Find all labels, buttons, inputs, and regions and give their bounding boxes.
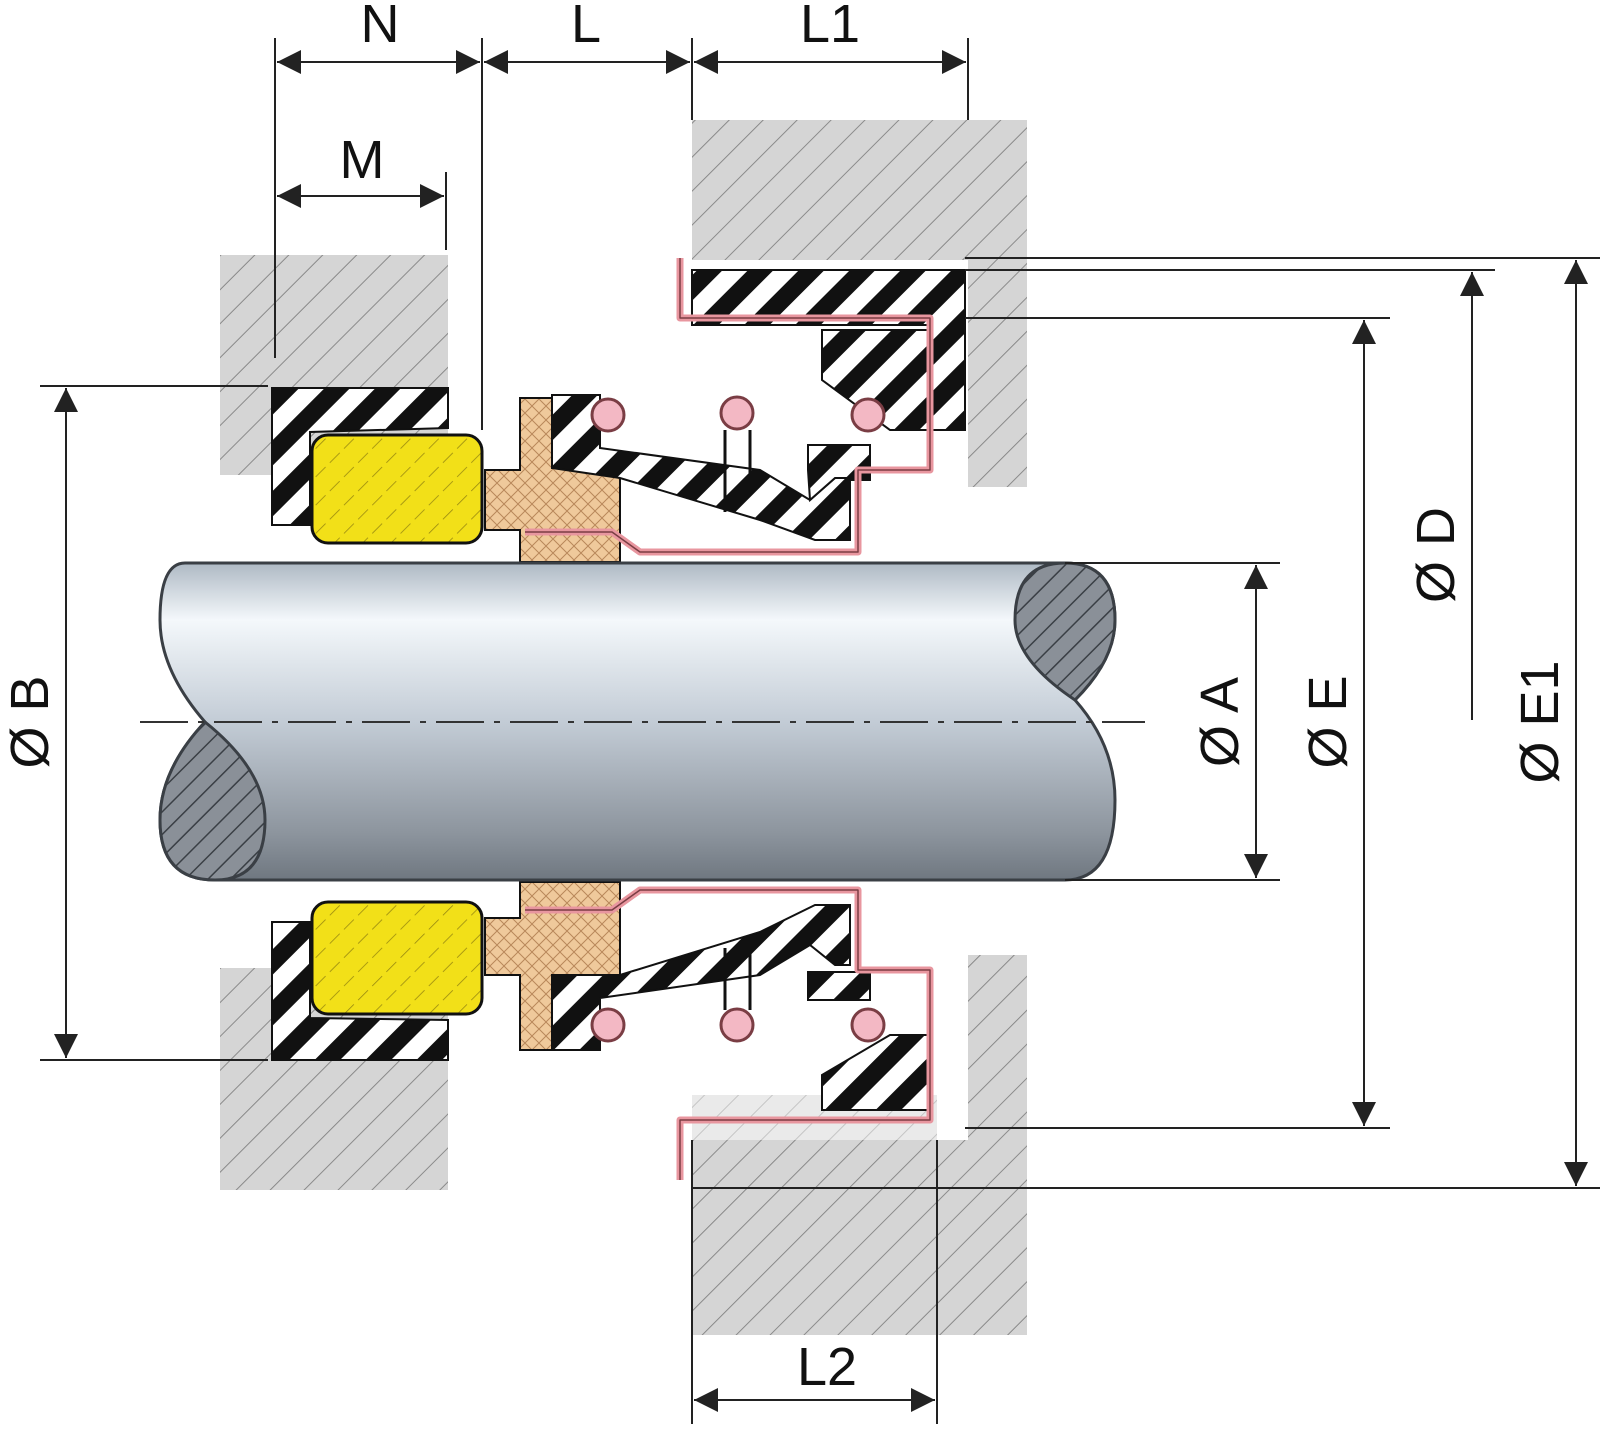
label-dia-A: Ø A — [1190, 677, 1250, 767]
dimension-lines — [40, 38, 1600, 1424]
right-housing — [692, 120, 1027, 1335]
label-dia-E: Ø E — [1298, 675, 1358, 768]
label-L: L — [571, 0, 601, 54]
label-N: N — [361, 0, 400, 54]
seat-cup-top — [271, 387, 449, 526]
shaft — [140, 561, 1145, 882]
label-dia-D: Ø D — [1406, 507, 1466, 603]
label-L1: L1 — [800, 0, 860, 54]
metal-retainer-case — [525, 258, 934, 1180]
label-dia-E1: Ø E1 — [1510, 660, 1570, 783]
spring-coils — [590, 395, 886, 1043]
label-L2: L2 — [797, 1337, 857, 1397]
stationary-seat-ring — [310, 433, 484, 1016]
elastomer-bellows-top — [551, 329, 931, 541]
label-dia-B: Ø B — [0, 675, 60, 768]
label-M: M — [340, 130, 385, 190]
seat-cup-bottom — [271, 921, 449, 1061]
